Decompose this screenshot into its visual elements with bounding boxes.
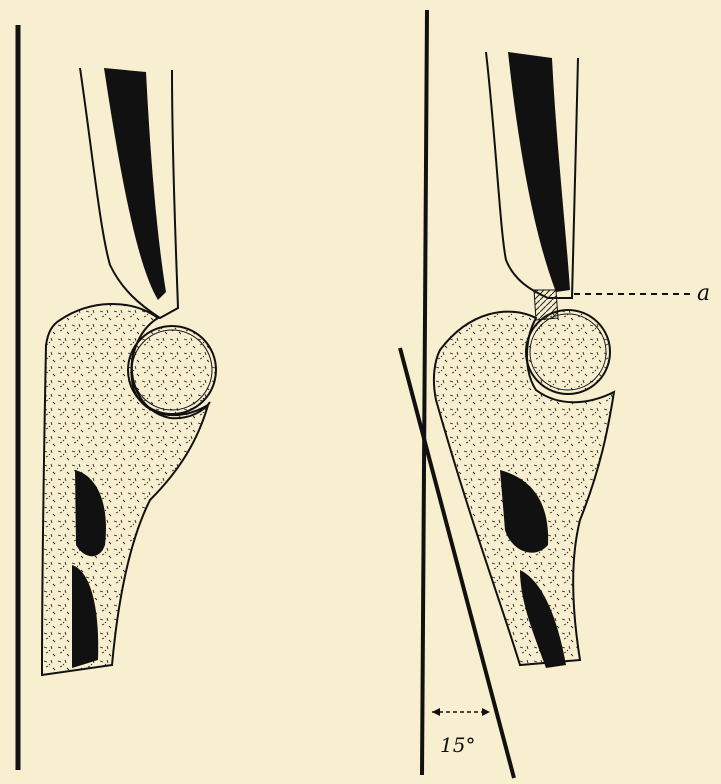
angle-arrowhead-right	[482, 708, 490, 716]
angle-marker: 15°	[432, 708, 490, 757]
left-femoral-shaft	[80, 68, 178, 318]
right-femoral-head	[526, 310, 610, 394]
callout-a-label: a	[697, 281, 710, 306]
left-panel	[18, 25, 216, 770]
right-reference-line	[422, 10, 427, 775]
callout-a: a	[574, 281, 710, 306]
angle-label: 15°	[440, 733, 475, 757]
angle-arrowhead-left	[432, 708, 440, 716]
right-femoral-shaft	[486, 52, 578, 320]
right-panel: a 15°	[400, 10, 710, 778]
